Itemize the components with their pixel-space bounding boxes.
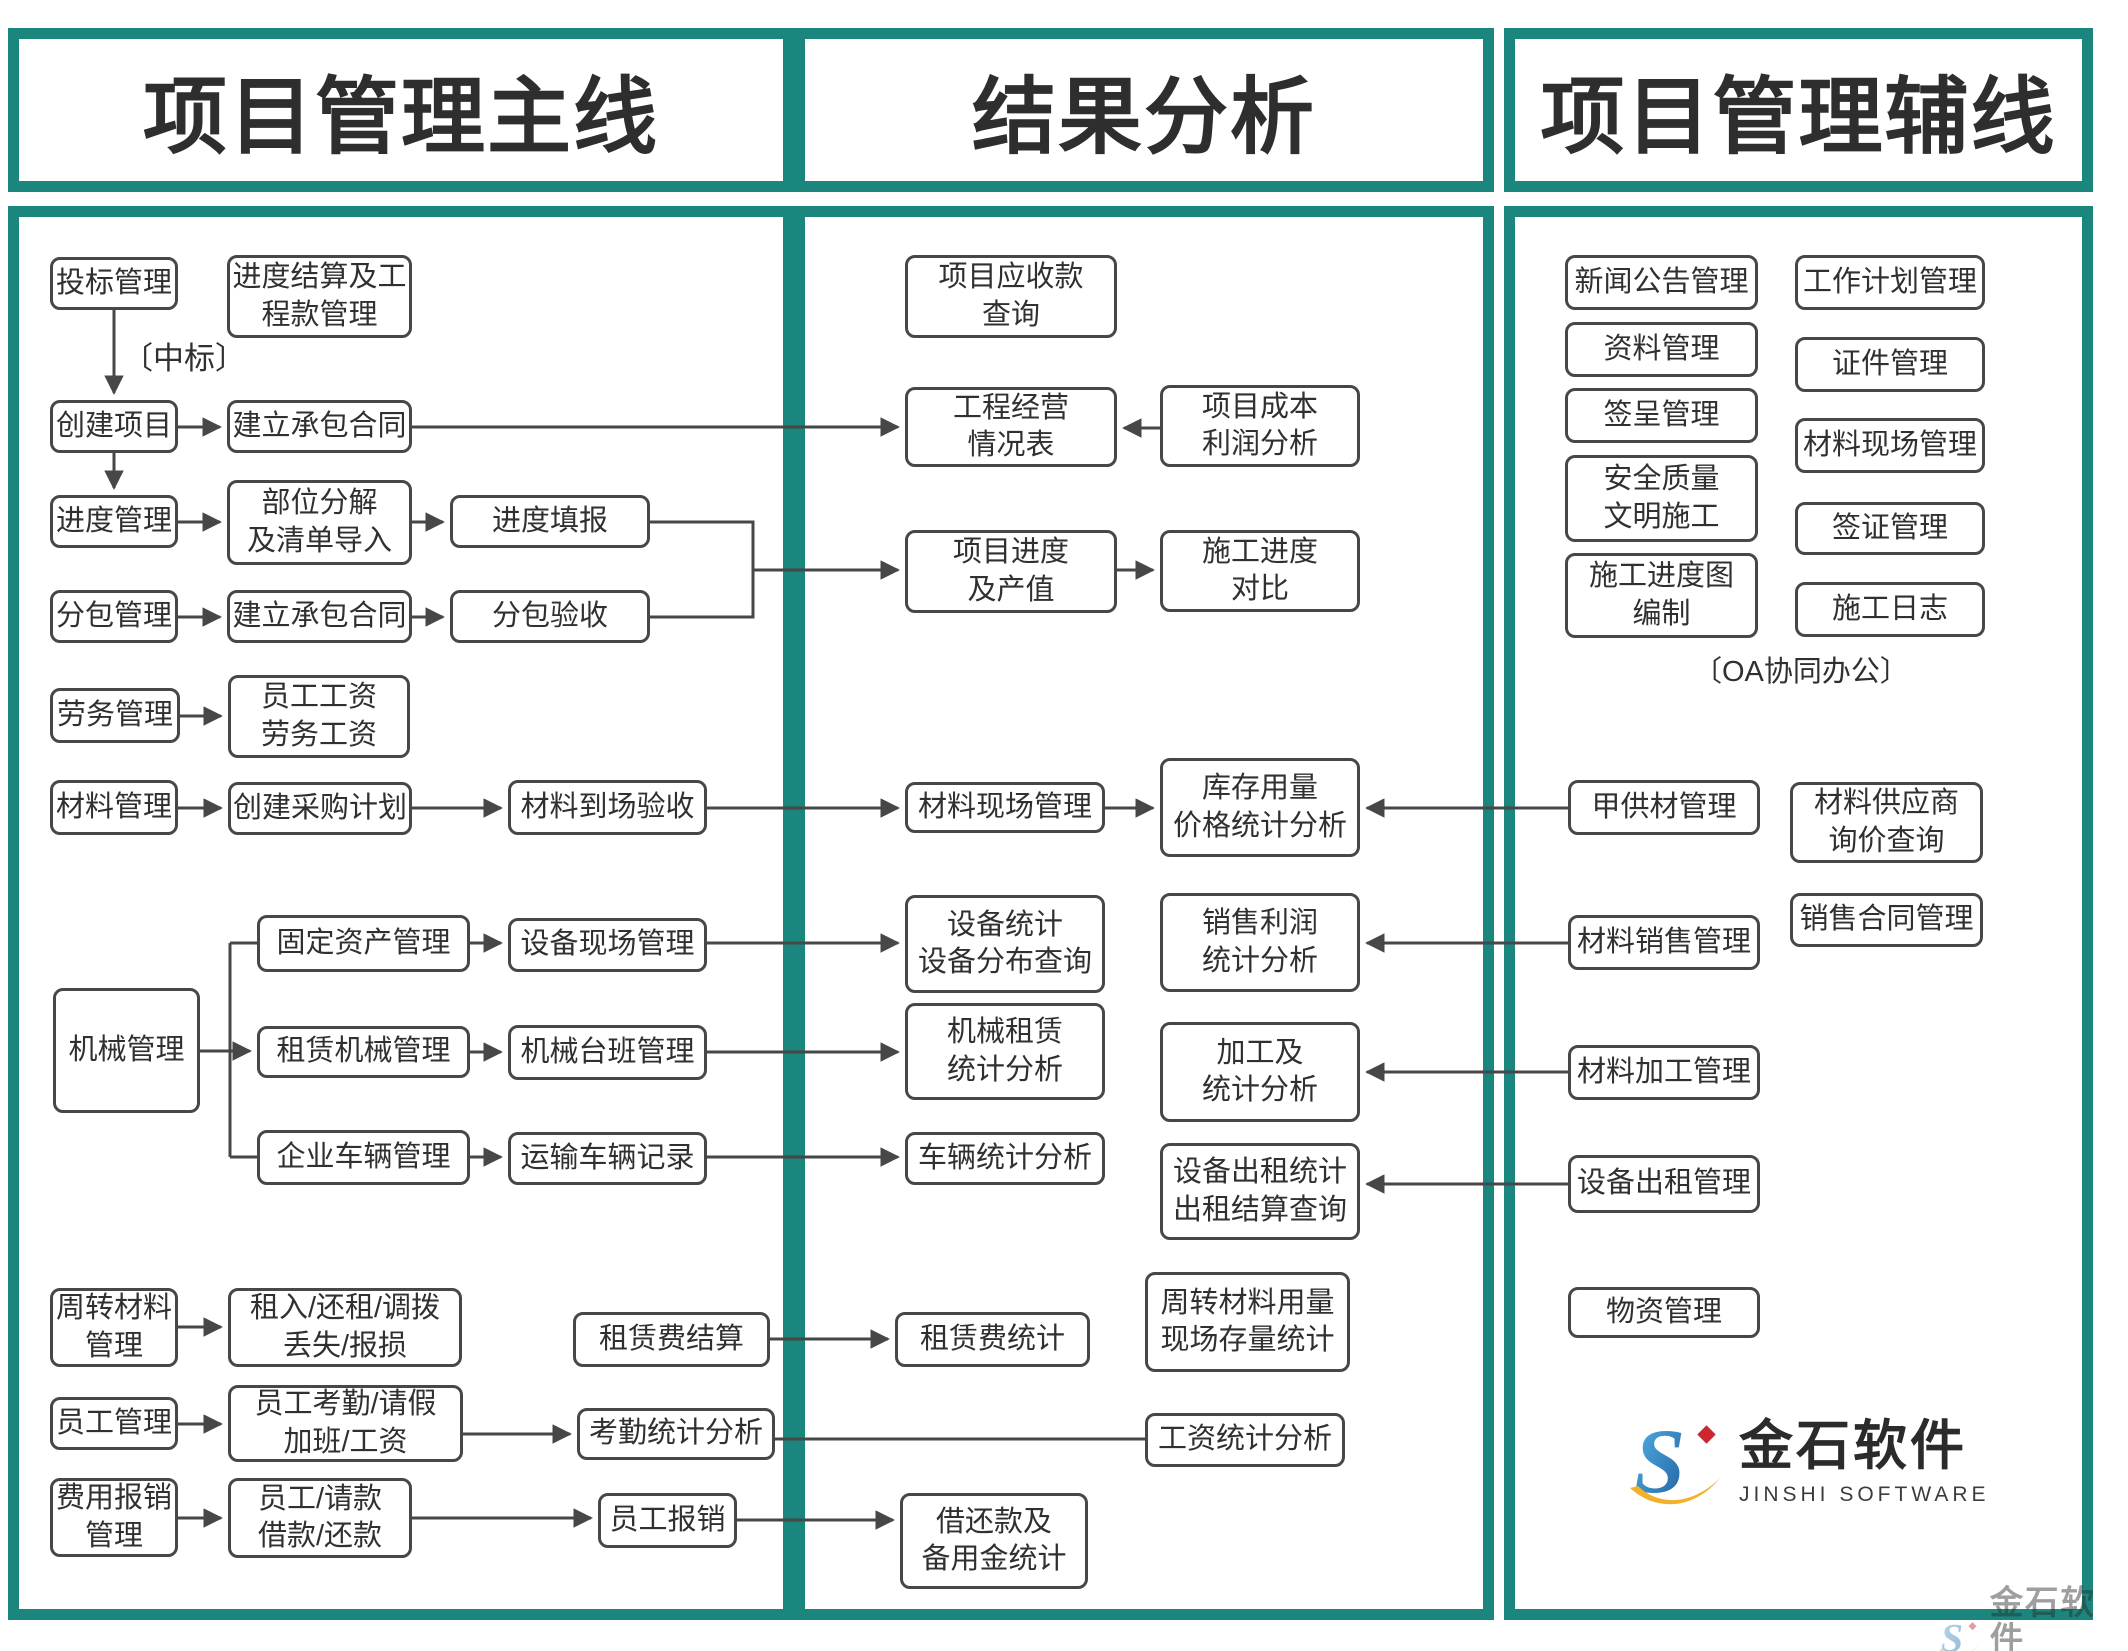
node-salary-stats: 工资统计分析: [1145, 1413, 1345, 1467]
node-employee-reimburse: 员工报销: [598, 1493, 737, 1548]
node-rent-fee-stats: 租赁费统计: [895, 1312, 1090, 1367]
header-main-line: 项目管理主线: [8, 28, 794, 192]
jinshi-logo-title: 金石软件: [1739, 1416, 1967, 1477]
node-receivables-query: 项目应收款 查询: [905, 255, 1117, 338]
node-rented-machinery: 租赁机械管理: [257, 1026, 470, 1078]
node-attendance: 员工考勤/请假 加班/工资: [228, 1385, 463, 1462]
node-loan-stats: 借还款及 备用金统计: [900, 1493, 1088, 1589]
node-part-breakdown: 部位分解 及清单导入: [227, 480, 412, 565]
node-wages: 员工工资 劳务工资: [228, 675, 410, 758]
node-material-processing: 材料加工管理: [1568, 1045, 1760, 1100]
node-equipment-rent-out: 设备出租管理: [1568, 1155, 1760, 1213]
jinshi-watermark-title: 金石软件: [1989, 1584, 2096, 1651]
header-aux-line: 项目管理辅线: [1504, 28, 2093, 192]
node-labor-management: 劳务管理: [50, 688, 180, 743]
node-certificates: 证件管理: [1795, 337, 1985, 392]
node-rent-out-stats: 设备出租统计 出租结算查询: [1160, 1143, 1360, 1240]
node-attendance-stats: 考勤统计分析: [577, 1408, 775, 1460]
node-equipment-stats: 设备统计 设备分布查询: [905, 895, 1105, 993]
svg-text:S: S: [1634, 1412, 1685, 1512]
jinshi-watermark-logo: S 金石软件 JINSHI SOFTWARE: [1938, 1585, 2100, 1651]
node-schedule-chart: 施工进度图 编制: [1565, 553, 1758, 638]
node-news: 新闻公告管理: [1565, 255, 1758, 310]
node-supplier-inquiry: 材料供应商 询价查询: [1790, 782, 1983, 863]
node-operation-report: 工程经营 情况表: [905, 387, 1117, 467]
node-processing-stats: 加工及 统计分析: [1160, 1022, 1360, 1122]
node-company-vehicles: 企业车辆管理: [257, 1130, 470, 1185]
node-fixed-assets: 固定资产管理: [257, 915, 470, 972]
node-create-project: 创建项目: [50, 400, 178, 453]
node-sales-contract: 销售合同管理: [1790, 893, 1983, 947]
node-supplies-management: 物资管理: [1568, 1287, 1760, 1338]
jinshi-watermark-logo-icon: S: [1938, 1616, 1979, 1651]
node-claims-loans: 员工/请款 借款/还款: [228, 1478, 412, 1558]
node-documents: 资料管理: [1565, 322, 1758, 377]
header-aux-line-title: 项目管理辅线: [1540, 71, 2057, 165]
svg-text:S: S: [1941, 1616, 1964, 1651]
jinshi-logo: S 金石软件 JINSHI SOFTWARE: [1628, 1412, 1990, 1512]
node-sign-approval: 签呈管理: [1565, 388, 1758, 443]
node-cost-profit: 项目成本 利润分析: [1160, 385, 1360, 467]
header-result-analysis-title: 结果分析: [971, 71, 1316, 165]
node-progress-settlement: 进度结算及工 程款管理: [227, 255, 412, 338]
node-contract-main: 建立承包合同: [227, 400, 412, 453]
oa-annotation: 〔OA协同办公〕: [1693, 656, 1909, 688]
node-turnover-material: 周转材料 管理: [50, 1288, 178, 1367]
node-rent-in-out: 租入/还租/调拨 丢失/报损: [228, 1288, 462, 1367]
node-machinery-management: 机械管理: [53, 988, 200, 1113]
node-equipment-site: 设备现场管理: [508, 918, 707, 972]
node-construction-compare: 施工进度 对比: [1160, 530, 1360, 612]
node-transport-records: 运输车辆记录: [508, 1132, 707, 1185]
node-material-arrival: 材料到场验收: [508, 780, 707, 835]
node-material-site-aux: 材料现场管理: [1795, 418, 1985, 473]
node-progress-management: 进度管理: [50, 495, 178, 548]
header-result-analysis: 结果分析: [794, 28, 1494, 192]
node-work-plan: 工作计划管理: [1795, 255, 1985, 310]
node-material-sales: 材料销售管理: [1568, 915, 1760, 970]
node-material-site: 材料现场管理: [905, 782, 1105, 833]
node-subcontract-acceptance: 分包验收: [450, 590, 650, 643]
node-subcontract-management: 分包管理: [50, 590, 178, 643]
node-subcontract-contract: 建立承包合同: [227, 590, 412, 643]
jinshi-logo-icon: S: [1630, 1412, 1720, 1512]
node-safety-quality: 安全质量 文明施工: [1565, 455, 1758, 542]
jinshi-logo-subtitle: JINSHI SOFTWARE: [1739, 1482, 1990, 1506]
node-bid-management: 投标管理: [50, 257, 178, 310]
node-turnover-stats: 周转材料用量 现场存量统计: [1145, 1272, 1350, 1372]
node-rent-settlement: 租赁费结算: [573, 1312, 770, 1367]
win-bid-annotation: 〔中标〕: [122, 341, 246, 376]
node-machine-shift: 机械台班管理: [508, 1025, 707, 1080]
node-material-management: 材料管理: [50, 780, 178, 835]
panel-result-analysis: [794, 206, 1494, 1620]
node-construction-log: 施工日志: [1795, 582, 1985, 637]
header-main-line-title: 项目管理主线: [142, 71, 659, 165]
node-employee-management: 员工管理: [50, 1397, 178, 1450]
node-inventory-stats: 库存用量 价格统计分析: [1160, 758, 1360, 857]
node-expense-management: 费用报销 管理: [50, 1478, 178, 1557]
node-owner-supplied: 甲供材管理: [1568, 780, 1760, 835]
node-sales-profit: 销售利润 统计分析: [1160, 893, 1360, 992]
node-machine-rental-stats: 机械租赁 统计分析: [905, 1003, 1105, 1100]
node-progress-fill: 进度填报: [450, 495, 650, 548]
node-vehicle-stats: 车辆统计分析: [905, 1132, 1105, 1185]
node-progress-value: 项目进度 及产值: [905, 530, 1117, 613]
node-visa-management: 签证管理: [1795, 502, 1985, 555]
node-purchase-plan: 创建采购计划: [228, 782, 412, 835]
